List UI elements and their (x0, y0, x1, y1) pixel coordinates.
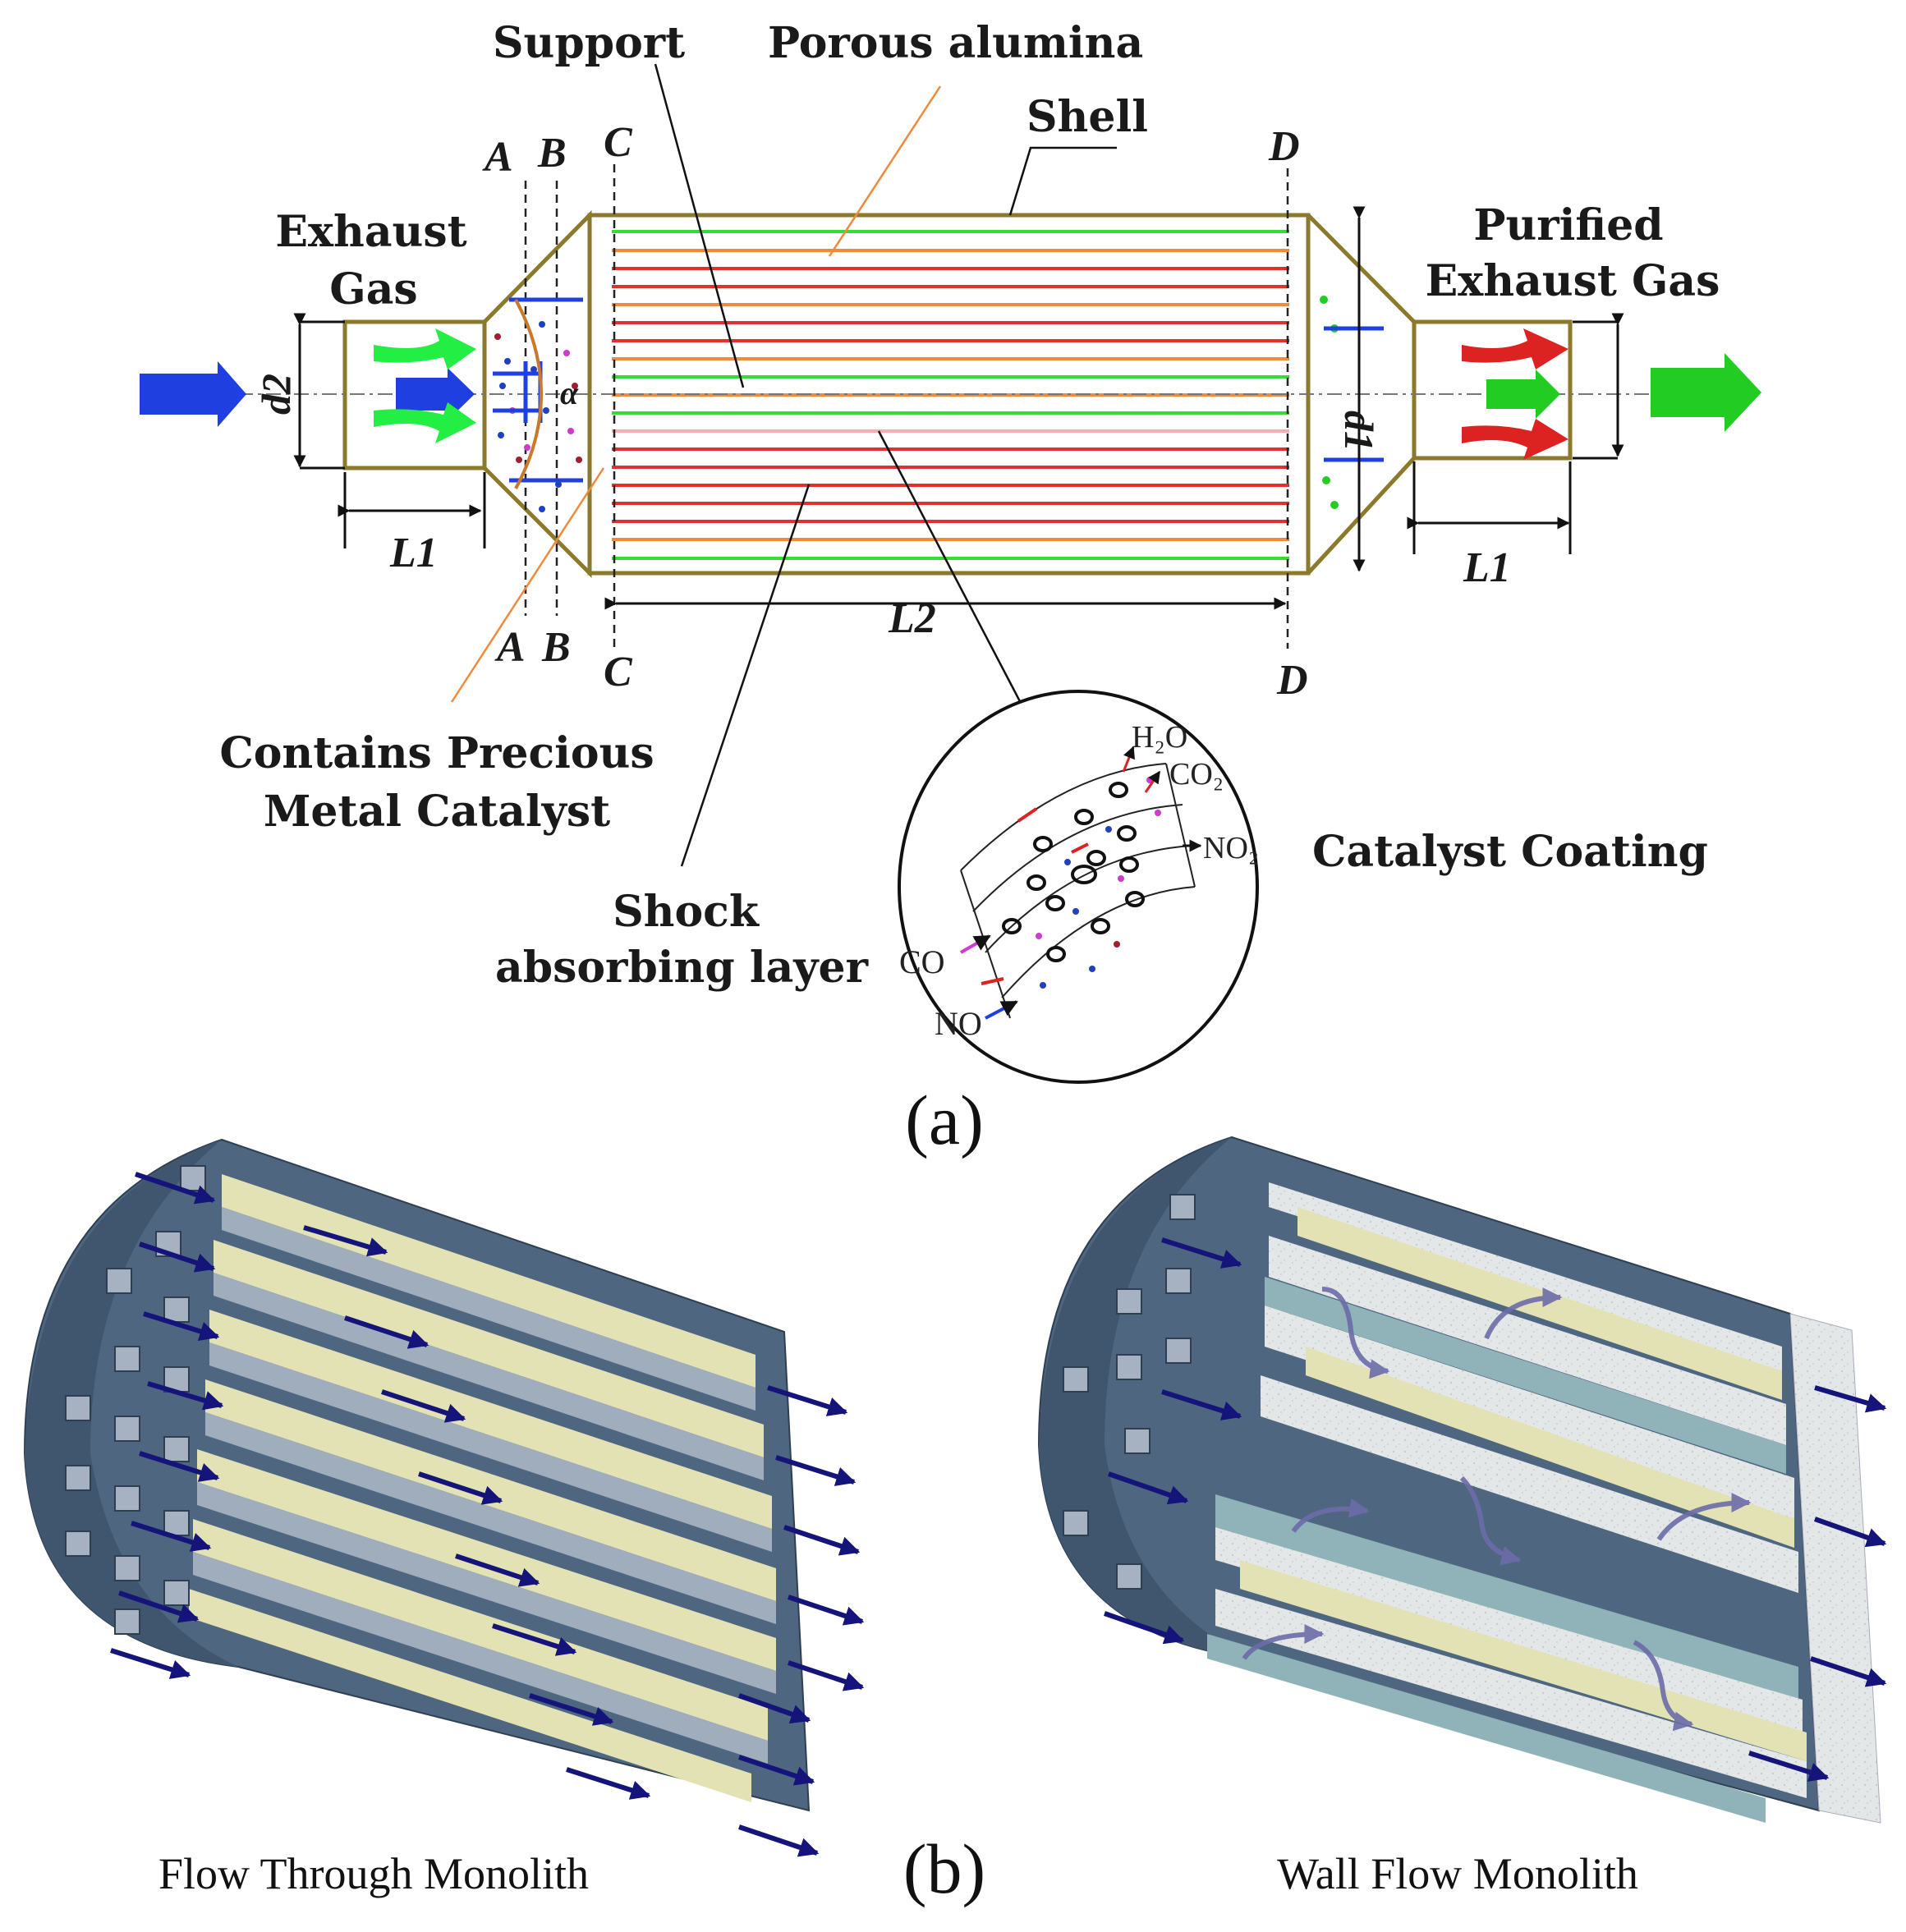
h2o-label: H₂O (1132, 720, 1187, 755)
outlet-pipe (1412, 319, 1573, 461)
alpha-label: α (560, 374, 579, 411)
wall-flow-inlet-arrows (1104, 1237, 1242, 1645)
no-label: NO (935, 1005, 982, 1042)
precious-metal-label-1: Contains Precious (219, 728, 654, 778)
purified-outflow-arrow (1651, 353, 1761, 432)
shock-layer-label-1: Shock (613, 887, 760, 937)
inlet-flow (140, 328, 476, 443)
face-cells (65, 1165, 206, 1635)
flow-through-title: Flow Through Monolith (158, 1849, 589, 1898)
shell-label: Shell (1026, 92, 1148, 142)
outlet-particles (1320, 296, 1384, 509)
flow-through-monolith: Flow Through Monolith (23, 1138, 865, 1898)
wall-flow-outlet-arrows (1748, 1385, 1887, 1782)
purified-gas-label-2: Exhaust Gas (1426, 256, 1720, 306)
d2-label: d2 (253, 374, 299, 415)
leader-lines (450, 63, 1117, 867)
exhaust-inflow-arrow (140, 361, 246, 427)
wall-flow-monolith: Wall Flow Monolith (1037, 1136, 1887, 1898)
wall-permeation-arrows (1242, 1287, 1752, 1732)
panel-a-caption: (a) (905, 1081, 983, 1159)
wall-face-cells (1063, 1194, 1196, 1590)
section-c-top: C (604, 119, 633, 166)
section-lines (524, 164, 1289, 649)
panel-a: α (140, 18, 1761, 1159)
l2-label: L2 (888, 595, 936, 642)
section-d-bottom: D (1276, 657, 1308, 704)
exhaust-gas-label-2: Gas (329, 264, 417, 314)
section-a-top: A (482, 134, 513, 181)
catalyst-zoom-inset: H₂O CO₂ NO₂ CO NO (898, 690, 1259, 1084)
purified-gas-label-1: Purified (1473, 200, 1663, 250)
section-b-bottom: B (541, 624, 571, 671)
catalyst-coating-label: Catalyst Coating (1312, 827, 1708, 877)
section-d-top: D (1268, 123, 1300, 170)
inlet-particles (494, 321, 582, 512)
precious-metal-label-2: Metal Catalyst (264, 787, 610, 837)
co2-label: CO₂ (1169, 757, 1224, 792)
wall-flow-channels (1207, 1182, 1807, 1823)
wall-flow-title: Wall Flow Monolith (1277, 1849, 1638, 1898)
panel-b-caption: (b) (903, 1829, 985, 1908)
cone-angle-arc (514, 299, 543, 489)
flow-through-inlet-arrows (110, 1172, 651, 1800)
section-a-bottom: A (494, 624, 526, 671)
flow-through-outlet-arrows (738, 1385, 865, 1857)
l1-right-label: L1 (1463, 544, 1511, 591)
outlet-flow (1462, 328, 1761, 460)
exhaust-gas-label-1: Exhaust (275, 207, 466, 257)
shock-layer-label-2: absorbing layer (495, 943, 869, 993)
porous-alumina-label: Porous alumina (768, 18, 1143, 68)
support-label: Support (493, 18, 685, 68)
d1-label: d1 (1336, 411, 1382, 452)
porous-face (1789, 1313, 1881, 1824)
co-label: CO (899, 943, 945, 980)
section-b-top: B (537, 130, 567, 177)
section-c-bottom: C (604, 649, 633, 695)
flow-through-channels (189, 1174, 776, 1802)
l1-left-label: L1 (389, 530, 438, 576)
no2-label: NO₂ (1203, 831, 1259, 865)
dimension-lines (293, 206, 1624, 610)
